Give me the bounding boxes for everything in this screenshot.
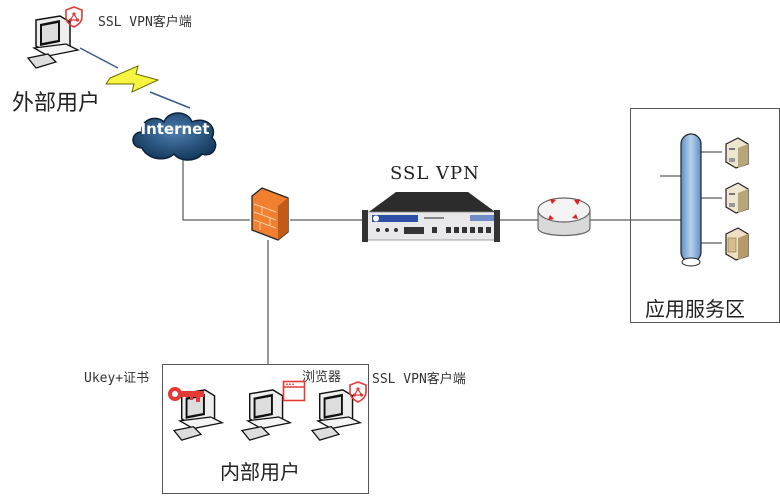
external-users-label: 外部用户 (12, 91, 101, 116)
router-icon (537, 197, 591, 237)
ssl-vpn-label: SSL VPN (390, 163, 480, 184)
browser-window-icon (282, 380, 306, 402)
key-icon (168, 387, 204, 402)
server-cabinet-icon (725, 227, 749, 261)
line-pc-lightning (79, 47, 119, 69)
internal-users-box (162, 364, 369, 494)
external-computer-icon (26, 15, 80, 69)
network-bus-icon (680, 133, 702, 267)
server-icon (725, 137, 749, 169)
internal-client-label: SSL VPN客户端 (372, 372, 466, 387)
vpn-shield-icon (65, 6, 83, 28)
internet-cloud-icon (132, 112, 217, 161)
internal-computer-icon (240, 389, 293, 441)
app-zone-box (630, 108, 780, 323)
ukey-cert-label: Ukey+证书 (84, 371, 150, 386)
line-internet-firewall (182, 160, 250, 221)
firewall-icon (251, 187, 289, 241)
server-icon (725, 182, 749, 214)
lightning-link-icon (105, 65, 160, 93)
internet-label: Internet (140, 120, 210, 138)
vpn-shield-icon (349, 381, 367, 403)
line-lightning-cloud (149, 91, 191, 109)
ssl-vpn-appliance-icon (362, 192, 500, 242)
external-client-label: SSL VPN客户端 (98, 15, 192, 30)
browser-label: 浏览器 (302, 370, 342, 385)
app-zone-label: 应用服务区 (645, 297, 745, 321)
internal-computer-icon (310, 389, 363, 441)
internal-users-label: 内部用户 (220, 460, 300, 484)
